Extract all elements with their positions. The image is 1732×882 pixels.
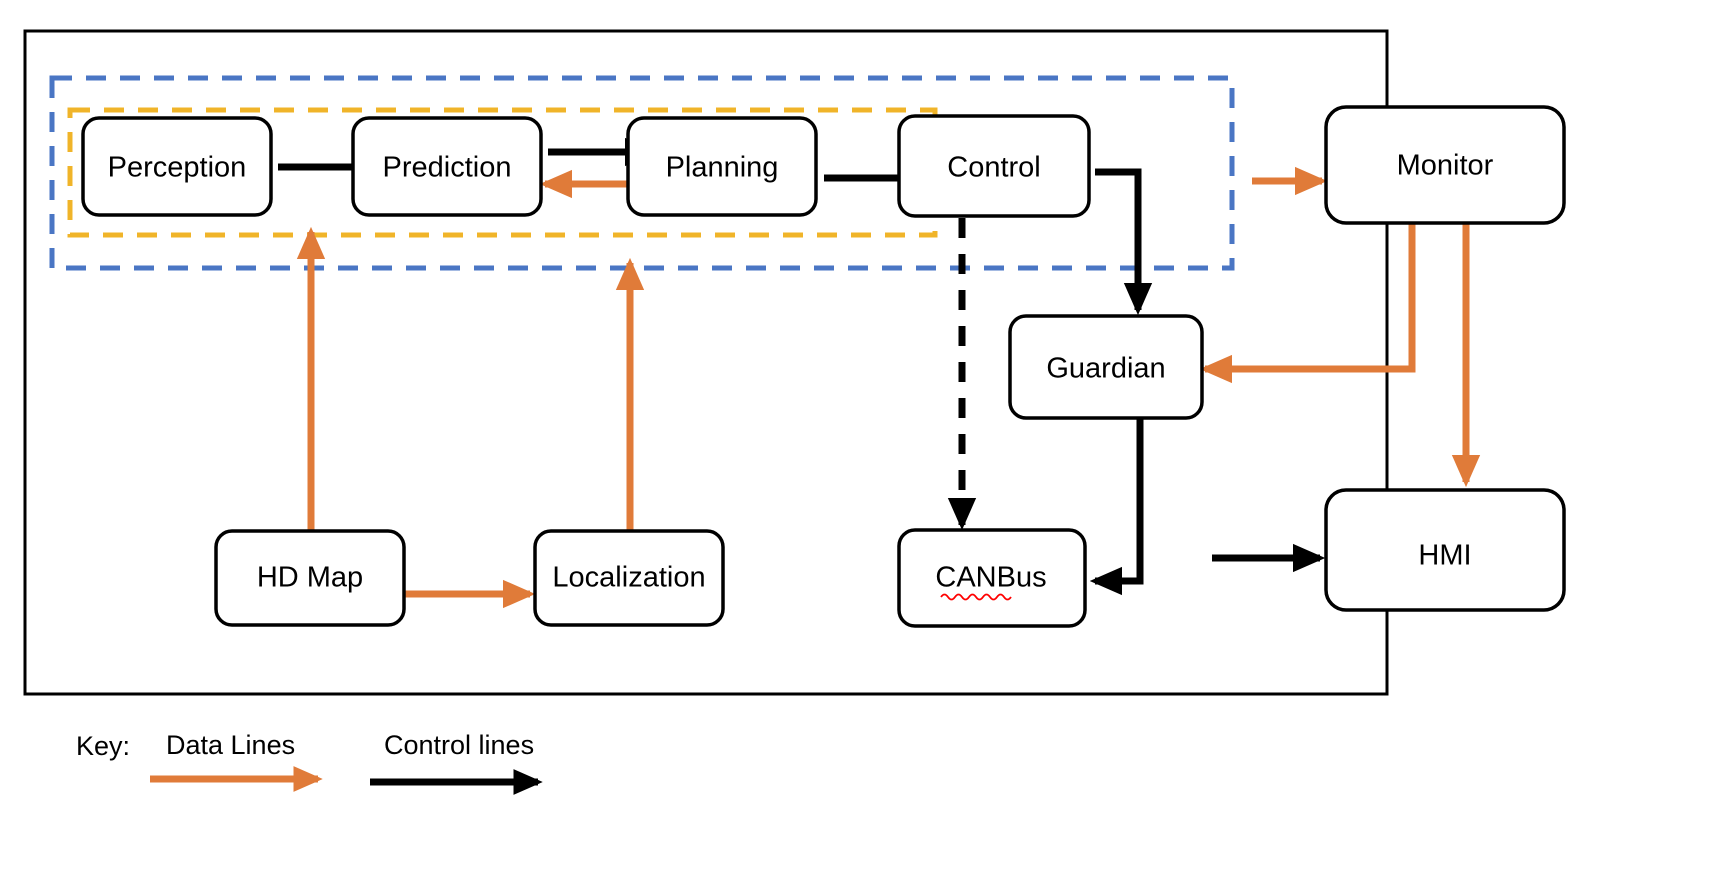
node-canbus[interactable]: CANBus [897, 528, 1087, 628]
node-guardian-box[interactable] [1008, 314, 1204, 420]
node-perception[interactable]: Perception [81, 116, 273, 217]
legend-control-label: Control lines [384, 730, 534, 760]
node-monitor[interactable]: Monitor [1324, 105, 1566, 225]
node-localization-label: Localization [552, 562, 705, 594]
node-perception-label: Perception [108, 152, 247, 184]
node-hdmap-label: HD Map [257, 562, 363, 594]
spellcheck-underline-icon [940, 593, 1012, 601]
edge-monitor-to-guardian [1199, 222, 1416, 384]
node-prediction-label: Prediction [383, 152, 512, 184]
legend: Key: Data Lines Control lines [76, 730, 543, 795]
edge-control-to-guardian [1095, 168, 1153, 316]
group-boundary-outer-blue [49, 75, 1235, 271]
node-hdmap[interactable]: HD Map [214, 529, 406, 627]
node-planning-box[interactable] [626, 116, 818, 217]
vehicle-system-boundary [23, 29, 1389, 696]
node-perception-box[interactable] [81, 116, 273, 217]
node-localization[interactable]: Localization [533, 529, 725, 627]
node-prediction[interactable]: Prediction [351, 116, 543, 217]
node-control-box[interactable] [897, 114, 1091, 218]
legend-title: Key: [76, 731, 130, 761]
node-canbus-box[interactable] [897, 528, 1087, 628]
node-localization-box[interactable] [533, 529, 725, 627]
node-control[interactable]: Control [897, 114, 1091, 218]
node-canbus-label: CANBus [935, 562, 1046, 594]
node-hmi-label: HMI [1418, 540, 1471, 572]
node-hmi-box[interactable] [1324, 488, 1566, 612]
edge-guardian-to-canbus [1089, 418, 1144, 596]
node-monitor-label: Monitor [1397, 150, 1494, 182]
node-guardian[interactable]: Guardian [1008, 314, 1204, 420]
node-planning[interactable]: Planning [626, 116, 818, 217]
node-hmi[interactable]: HMI [1324, 488, 1566, 612]
node-monitor-box[interactable] [1324, 105, 1566, 225]
node-planning-label: Planning [666, 152, 779, 184]
node-guardian-label: Guardian [1046, 353, 1165, 385]
node-control-label: Control [947, 152, 1041, 184]
node-prediction-box[interactable] [351, 116, 543, 217]
node-hdmap-box[interactable] [214, 529, 406, 627]
legend-data-label: Data Lines [166, 730, 295, 760]
